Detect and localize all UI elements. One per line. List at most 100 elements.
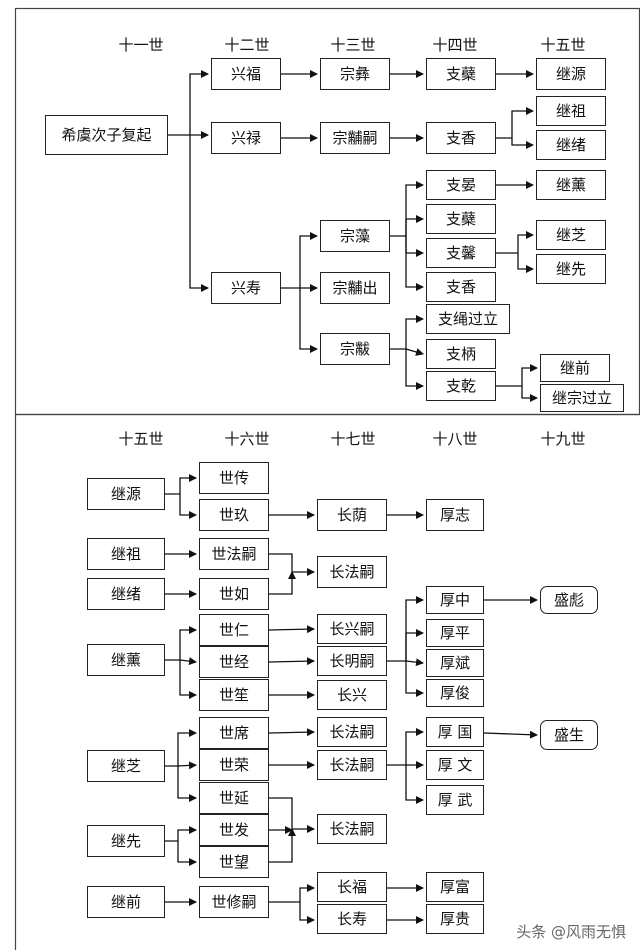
top-node-zhixiang2: 支香 xyxy=(426,272,496,302)
bottom-node-shifasi: 世法嗣 xyxy=(199,538,269,570)
connector-arrow xyxy=(299,288,318,353)
top-node-jizu: 继祖 xyxy=(536,96,606,126)
connector-arrow xyxy=(511,138,534,149)
connector-arrow xyxy=(177,841,197,866)
connector-arrow xyxy=(269,797,315,833)
top-node-jizong: 继宗过立 xyxy=(540,384,624,412)
top-node-zhiqian: 支乾 xyxy=(426,371,496,401)
connector-arrow xyxy=(177,766,197,802)
bottom-node-houwen: 厚 文 xyxy=(426,750,484,780)
connector-arrow xyxy=(387,728,424,766)
bottom-node-jizu: 继祖 xyxy=(87,538,165,570)
top-node-jixian: 继先 xyxy=(536,254,606,284)
top-node-jixu: 继绪 xyxy=(536,130,606,160)
bottom-node-houbin: 厚斌 xyxy=(426,649,484,677)
top-node-zhixiang1: 支香 xyxy=(426,122,496,154)
top-node-jixun: 继薰 xyxy=(536,170,606,200)
top-node-xingshou: 兴寿 xyxy=(211,272,281,304)
top-node-zhixin: 支馨 xyxy=(426,238,496,268)
bottom-node-shifa: 世发 xyxy=(199,814,269,846)
bottom-node-changxingsi: 长兴嗣 xyxy=(317,614,387,644)
top-node-jiqian: 继前 xyxy=(540,354,610,382)
connector-arrow xyxy=(179,494,197,519)
connector-arrow xyxy=(269,884,315,903)
top-node-xinglu: 兴禄 xyxy=(211,122,281,154)
bottom-node-jixu: 继绪 xyxy=(87,578,165,610)
connector-arrow xyxy=(405,629,424,661)
bottom-generation-header-5: 十九世 xyxy=(540,430,586,448)
bottom-generation-header-4: 十八世 xyxy=(432,430,478,448)
top-node-jizhi: 继芝 xyxy=(536,220,606,250)
connector-arrow xyxy=(405,236,424,291)
bottom-node-houping: 厚平 xyxy=(426,619,484,647)
top-node-zongfu2: 宗黻 xyxy=(320,333,390,365)
top-generation-header-3: 十三世 xyxy=(330,36,376,54)
connector-arrow xyxy=(405,661,424,697)
bottom-node-changfasi2: 长法嗣 xyxy=(317,717,387,747)
bottom-node-shengbiao: 盛彪 xyxy=(540,586,598,614)
connector-arrow xyxy=(521,386,538,402)
bottom-node-houzhong: 厚中 xyxy=(426,586,484,614)
top-node-jiyuan: 继源 xyxy=(536,58,606,90)
connector-arrow xyxy=(496,107,534,139)
bottom-node-changxing: 长兴 xyxy=(317,680,387,710)
connector-arrow xyxy=(496,231,534,254)
bottom-generation-header-2: 十六世 xyxy=(224,430,270,448)
connector-arrow xyxy=(177,761,197,770)
bottom-node-changfasi4: 长法嗣 xyxy=(317,814,387,844)
connector-arrow xyxy=(299,902,315,924)
bottom-node-shizhuan: 世传 xyxy=(199,462,269,494)
connector-arrow xyxy=(189,135,209,292)
bottom-node-jixian: 继先 xyxy=(87,825,165,857)
bottom-node-shiyan: 世延 xyxy=(199,782,269,814)
connector-arrow xyxy=(269,553,315,576)
top-node-zhibing: 支柄 xyxy=(426,339,496,369)
bottom-node-shijing: 世经 xyxy=(199,646,269,678)
bottom-node-shirong: 世荣 xyxy=(199,749,269,781)
bottom-node-shiren: 世仁 xyxy=(199,614,269,646)
top-generation-header-4: 十四世 xyxy=(432,36,478,54)
connector-arrow xyxy=(405,215,424,236)
connector-arrow xyxy=(281,232,318,289)
top-node-zongfuchu: 宗黼出 xyxy=(320,272,390,304)
connector-arrow xyxy=(165,729,197,767)
bottom-node-changfasi1: 长法嗣 xyxy=(317,556,387,588)
bottom-node-changmingsi: 长明嗣 xyxy=(317,646,387,676)
bottom-node-shixiusi: 世修嗣 xyxy=(199,886,269,918)
bottom-generation-header-1: 十五世 xyxy=(118,430,164,448)
bottom-node-jiyuan: 继源 xyxy=(87,478,165,510)
connector-arrow xyxy=(268,728,315,737)
bottom-node-shengsheng: 盛生 xyxy=(540,720,598,750)
connector-arrow xyxy=(390,315,424,350)
bottom-node-changfu: 长福 xyxy=(317,872,387,902)
connector-arrow xyxy=(483,730,538,739)
top-node-zongyi: 宗彝 xyxy=(320,58,390,90)
connector-arrow xyxy=(496,364,538,387)
connector-arrow xyxy=(387,596,424,662)
bottom-node-jixun: 继薰 xyxy=(87,644,165,676)
connector-arrow xyxy=(165,474,197,495)
bottom-node-houguo: 厚 国 xyxy=(426,717,484,747)
connector-arrow xyxy=(268,657,315,666)
bottom-node-houzhi: 厚志 xyxy=(426,499,484,531)
connector-arrow xyxy=(179,657,197,666)
connector-arrow xyxy=(405,765,424,804)
top-node-root: 希虞次子复起 xyxy=(45,115,168,155)
bottom-node-jizhi: 继芝 xyxy=(87,750,165,782)
bottom-node-hougui: 厚贵 xyxy=(426,904,484,934)
connector-arrow xyxy=(179,660,197,699)
top-generation-header-2: 十二世 xyxy=(224,36,270,54)
connector-arrow xyxy=(405,349,424,390)
top-node-zhiji2: 支蘗 xyxy=(426,204,496,234)
bottom-node-shixi: 世席 xyxy=(199,717,269,749)
connector-arrow xyxy=(517,253,534,273)
connector-arrow xyxy=(268,625,315,634)
top-node-zongzao: 宗藻 xyxy=(320,220,390,252)
connector-arrow xyxy=(269,571,296,595)
bottom-node-shiru: 世如 xyxy=(199,578,269,610)
connector-arrow xyxy=(405,658,424,667)
bottom-node-changfasi3: 长法嗣 xyxy=(317,750,387,780)
bottom-node-houjun: 厚俊 xyxy=(426,679,484,707)
bottom-node-shijiu: 世玖 xyxy=(199,499,269,531)
